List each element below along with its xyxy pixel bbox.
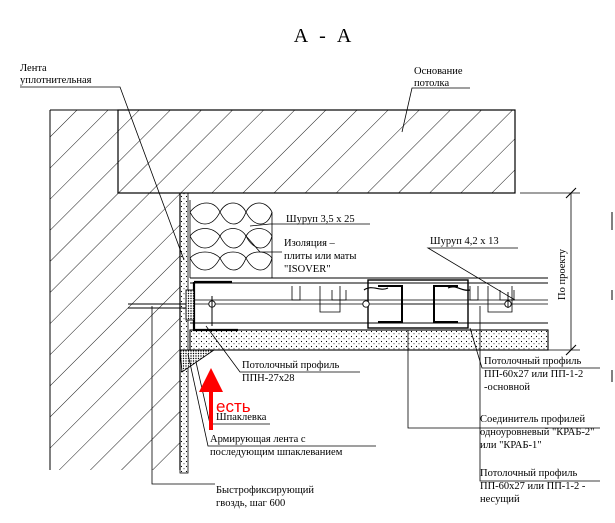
dowel-nail	[128, 289, 195, 321]
dimension-by-project	[520, 187, 580, 356]
label-bearing-profile-2: ПП-60х27 или ПП-1-2 -	[480, 481, 586, 492]
label-putty: Шпаклевка	[216, 412, 267, 423]
section-title: А - А	[294, 25, 355, 47]
label-main-profile-3: -основной	[484, 382, 530, 393]
label-ppn-2: ППН-27х28	[242, 373, 295, 384]
screws	[208, 292, 512, 326]
label-ppn-1: Потолочный профиль	[242, 360, 339, 371]
label-dowel-nail-1: Быстрофиксирующий	[216, 485, 314, 496]
seal-tape-strip	[179, 192, 189, 474]
ceiling-slab	[117, 109, 516, 194]
label-insulation-1: Изоляция –	[284, 238, 336, 249]
label-bearing-profile-3: несущий	[480, 494, 520, 505]
label-ceiling-base-2: потолка	[414, 78, 449, 89]
annotation-text: есть	[216, 397, 251, 416]
annotation-arrow	[199, 368, 223, 430]
label-reinforcing-tape-1: Армирующая лента с	[210, 434, 306, 445]
label-insulation-3: "ISOVER"	[284, 264, 331, 275]
label-connector-2: одноуровневый "КРАБ-2"	[480, 427, 594, 438]
label-insulation-2: плиты или маты	[284, 251, 356, 262]
insulation	[189, 200, 273, 278]
label-seal-tape-1: Лента	[20, 63, 47, 74]
leader-lines	[20, 86, 600, 485]
label-seal-tape-2: уплотнительная	[20, 75, 92, 86]
putty-corner	[179, 349, 216, 373]
label-reinforcing-tape-2: последующим шпаклеванием	[210, 447, 343, 458]
label-ceiling-base-1: Основание	[414, 66, 463, 77]
label-main-profile-2: ПП-60х27 или ПП-1-2	[484, 369, 583, 380]
label-connector-1: Соединитель профилей	[480, 414, 585, 425]
label-screw-large: Шуруп 4,2 х 13	[430, 236, 499, 247]
label-screw-small: Шуруп 3,5 х 25	[286, 214, 355, 225]
gypsum-board	[189, 329, 549, 351]
label-by-project: По проекту	[557, 248, 568, 300]
label-main-profile-1: Потолочный профиль	[484, 356, 581, 367]
label-connector-3: или "КРАБ-1"	[480, 440, 542, 451]
label-bearing-profile-1: Потолочный профиль	[480, 468, 577, 479]
label-dowel-nail-2: гвоздь, шаг 600	[216, 498, 285, 509]
